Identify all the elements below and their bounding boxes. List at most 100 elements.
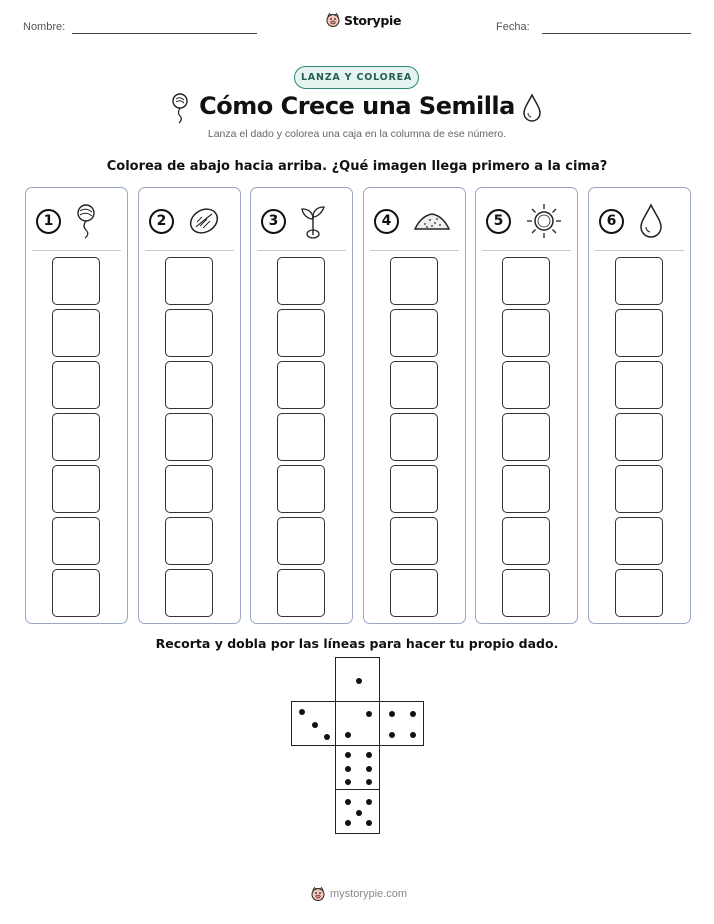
color-box[interactable] (390, 413, 438, 461)
color-box[interactable] (390, 361, 438, 409)
color-box[interactable] (615, 309, 663, 357)
color-box[interactable] (615, 465, 663, 513)
column-number: 5 (486, 208, 511, 234)
color-column-6: 6 (588, 187, 691, 624)
dice-pip (345, 765, 352, 772)
dice-pip (365, 765, 372, 772)
color-box[interactable] (502, 361, 550, 409)
dice-face-3 (291, 701, 336, 746)
dice-pip (355, 809, 362, 816)
column-header: 2 (149, 200, 232, 242)
color-box[interactable] (502, 257, 550, 305)
color-box[interactable] (165, 465, 213, 513)
color-box[interactable] (390, 465, 438, 513)
dice-pip (355, 677, 362, 684)
color-box[interactable] (52, 569, 100, 617)
name-line[interactable] (72, 33, 257, 34)
color-box[interactable] (165, 569, 213, 617)
color-box[interactable] (52, 517, 100, 565)
dice-pip (345, 731, 352, 738)
column-header: 3 (261, 200, 344, 242)
color-box[interactable] (502, 569, 550, 617)
column-header: 5 (486, 200, 569, 242)
dice-pip (365, 711, 372, 718)
water-drop-icon (638, 203, 664, 239)
dice-pip (298, 708, 305, 715)
pig-mascot-icon (326, 12, 340, 27)
water-drop-icon (523, 93, 541, 122)
color-box[interactable] (277, 413, 325, 461)
color-column-5: 5 (475, 187, 578, 624)
dice-face-4 (379, 701, 424, 746)
color-box[interactable] (390, 569, 438, 617)
dice-pip (365, 779, 372, 785)
color-box[interactable] (390, 257, 438, 305)
dice-pip (389, 711, 396, 718)
color-box[interactable] (615, 569, 663, 617)
dice-face-5 (335, 789, 380, 834)
dice-face-1 (335, 657, 380, 702)
color-box[interactable] (165, 361, 213, 409)
color-box[interactable] (615, 517, 663, 565)
dice-pip (409, 731, 416, 738)
dice-pip (324, 734, 331, 741)
color-box[interactable] (615, 413, 663, 461)
color-box[interactable] (277, 361, 325, 409)
seed-icon (188, 206, 220, 236)
color-box[interactable] (52, 309, 100, 357)
color-box[interactable] (277, 569, 325, 617)
soil-pile-icon (413, 210, 451, 232)
color-box[interactable] (277, 465, 325, 513)
dice-face-2 (335, 701, 380, 746)
color-box[interactable] (165, 257, 213, 305)
column-header: 4 (374, 200, 457, 242)
date-line[interactable] (542, 33, 691, 34)
column-divider (370, 250, 459, 251)
color-box[interactable] (615, 257, 663, 305)
column-number: 1 (36, 208, 61, 234)
sun-icon (525, 202, 563, 240)
dice-face-6 (335, 745, 380, 790)
column-divider (595, 250, 684, 251)
color-box[interactable] (277, 517, 325, 565)
color-column-3: 3 (250, 187, 353, 624)
color-box[interactable] (277, 257, 325, 305)
dice-instruction: Recorta y dobla por las líneas para hace… (155, 636, 559, 651)
dice-pip (345, 752, 352, 758)
subtitle: Lanza el dado y colorea una caja en la c… (207, 128, 507, 140)
instruction: Colorea de abajo hacia arriba. ¿Qué imag… (106, 159, 608, 174)
date-label: Fecha: (496, 21, 530, 33)
color-box[interactable] (165, 413, 213, 461)
color-box[interactable] (502, 517, 550, 565)
color-box[interactable] (165, 517, 213, 565)
color-box[interactable] (502, 413, 550, 461)
color-box[interactable] (277, 309, 325, 357)
color-box[interactable] (502, 465, 550, 513)
footer: mystorypie.com (310, 886, 407, 902)
dice-pip (365, 819, 372, 826)
color-box[interactable] (615, 361, 663, 409)
column-header: 1 (36, 200, 119, 242)
dice-pip (409, 711, 416, 718)
color-box[interactable] (165, 309, 213, 357)
column-number: 2 (149, 208, 174, 234)
pig-mascot-icon (311, 886, 325, 901)
column-divider (145, 250, 234, 251)
color-box[interactable] (52, 413, 100, 461)
balloon-icon (172, 93, 188, 124)
color-box[interactable] (52, 465, 100, 513)
color-box[interactable] (390, 517, 438, 565)
column-number: 6 (599, 208, 624, 234)
color-column-2: 2 (138, 187, 241, 624)
column-divider (32, 250, 121, 251)
color-box[interactable] (52, 361, 100, 409)
color-box[interactable] (52, 257, 100, 305)
footer-url[interactable]: mystorypie.com (330, 888, 408, 900)
column-divider (482, 250, 571, 251)
name-label: Nombre: (23, 21, 66, 33)
sprout-icon (300, 203, 326, 239)
color-box[interactable] (390, 309, 438, 357)
dice-pip (345, 819, 352, 826)
color-box[interactable] (502, 309, 550, 357)
balloon-icon (75, 203, 97, 239)
